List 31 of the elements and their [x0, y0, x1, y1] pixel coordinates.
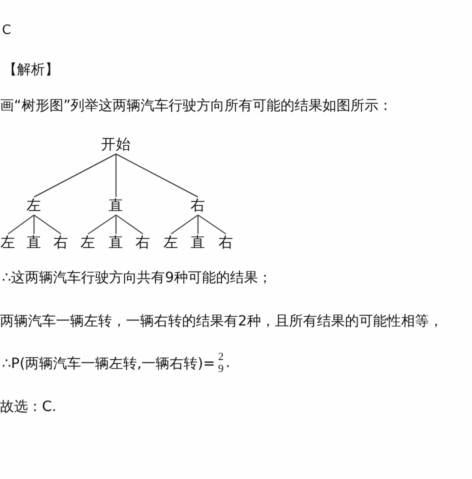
sentence-period: . [226, 355, 230, 371]
intro-sentence: 画“树形图”列举这两辆汽车行驶方向所有可能的结果如图所示： [0, 98, 393, 116]
tree-branch-label: 左 [0, 234, 16, 252]
tree-branch-label: 右 [136, 234, 150, 252]
tree-branch-line [8, 214, 34, 234]
tree-branch-line [116, 154, 198, 198]
final-answer: 故选：C. [0, 399, 56, 417]
tree-branch-label: 左 [80, 234, 96, 252]
answer-letter: C [2, 22, 12, 40]
tree-branch-label: 直 [108, 197, 124, 215]
probability-equation: ∴P(两辆汽车一辆左转,一辆右转)= [2, 354, 216, 372]
tree-branch-label: 右 [218, 234, 234, 252]
tree-branch-line [88, 214, 116, 234]
tree-branch-label: 直 [26, 234, 42, 252]
section-heading: 【解析】 [3, 62, 59, 80]
tree-branch-label: 左 [26, 197, 42, 215]
tree-branch-line [170, 214, 198, 234]
tree-branch-label: 直 [190, 234, 206, 252]
tree-branch-label: 左 [164, 234, 178, 252]
tree-branch-line [34, 214, 62, 234]
fraction-numerator: 2 [218, 351, 224, 363]
reasoning-sentence: 两辆汽车一辆左转，一辆右转的结果有2种，且所有结果的可能性相等， [0, 313, 443, 331]
tree-root-label: 开始 [101, 136, 131, 154]
conclusion-sentence: ∴这两辆汽车行驶方向共有9种可能的结果； [2, 270, 272, 288]
tree-branch-label: 右 [54, 234, 68, 252]
tree-branch-line [116, 214, 144, 234]
tree-branch-label: 右 [190, 197, 206, 215]
tree-branch-line [198, 214, 226, 234]
tree-branch-label: 直 [108, 234, 124, 252]
fraction-denominator: 9 [218, 363, 224, 375]
tree-branch-line [34, 154, 116, 198]
